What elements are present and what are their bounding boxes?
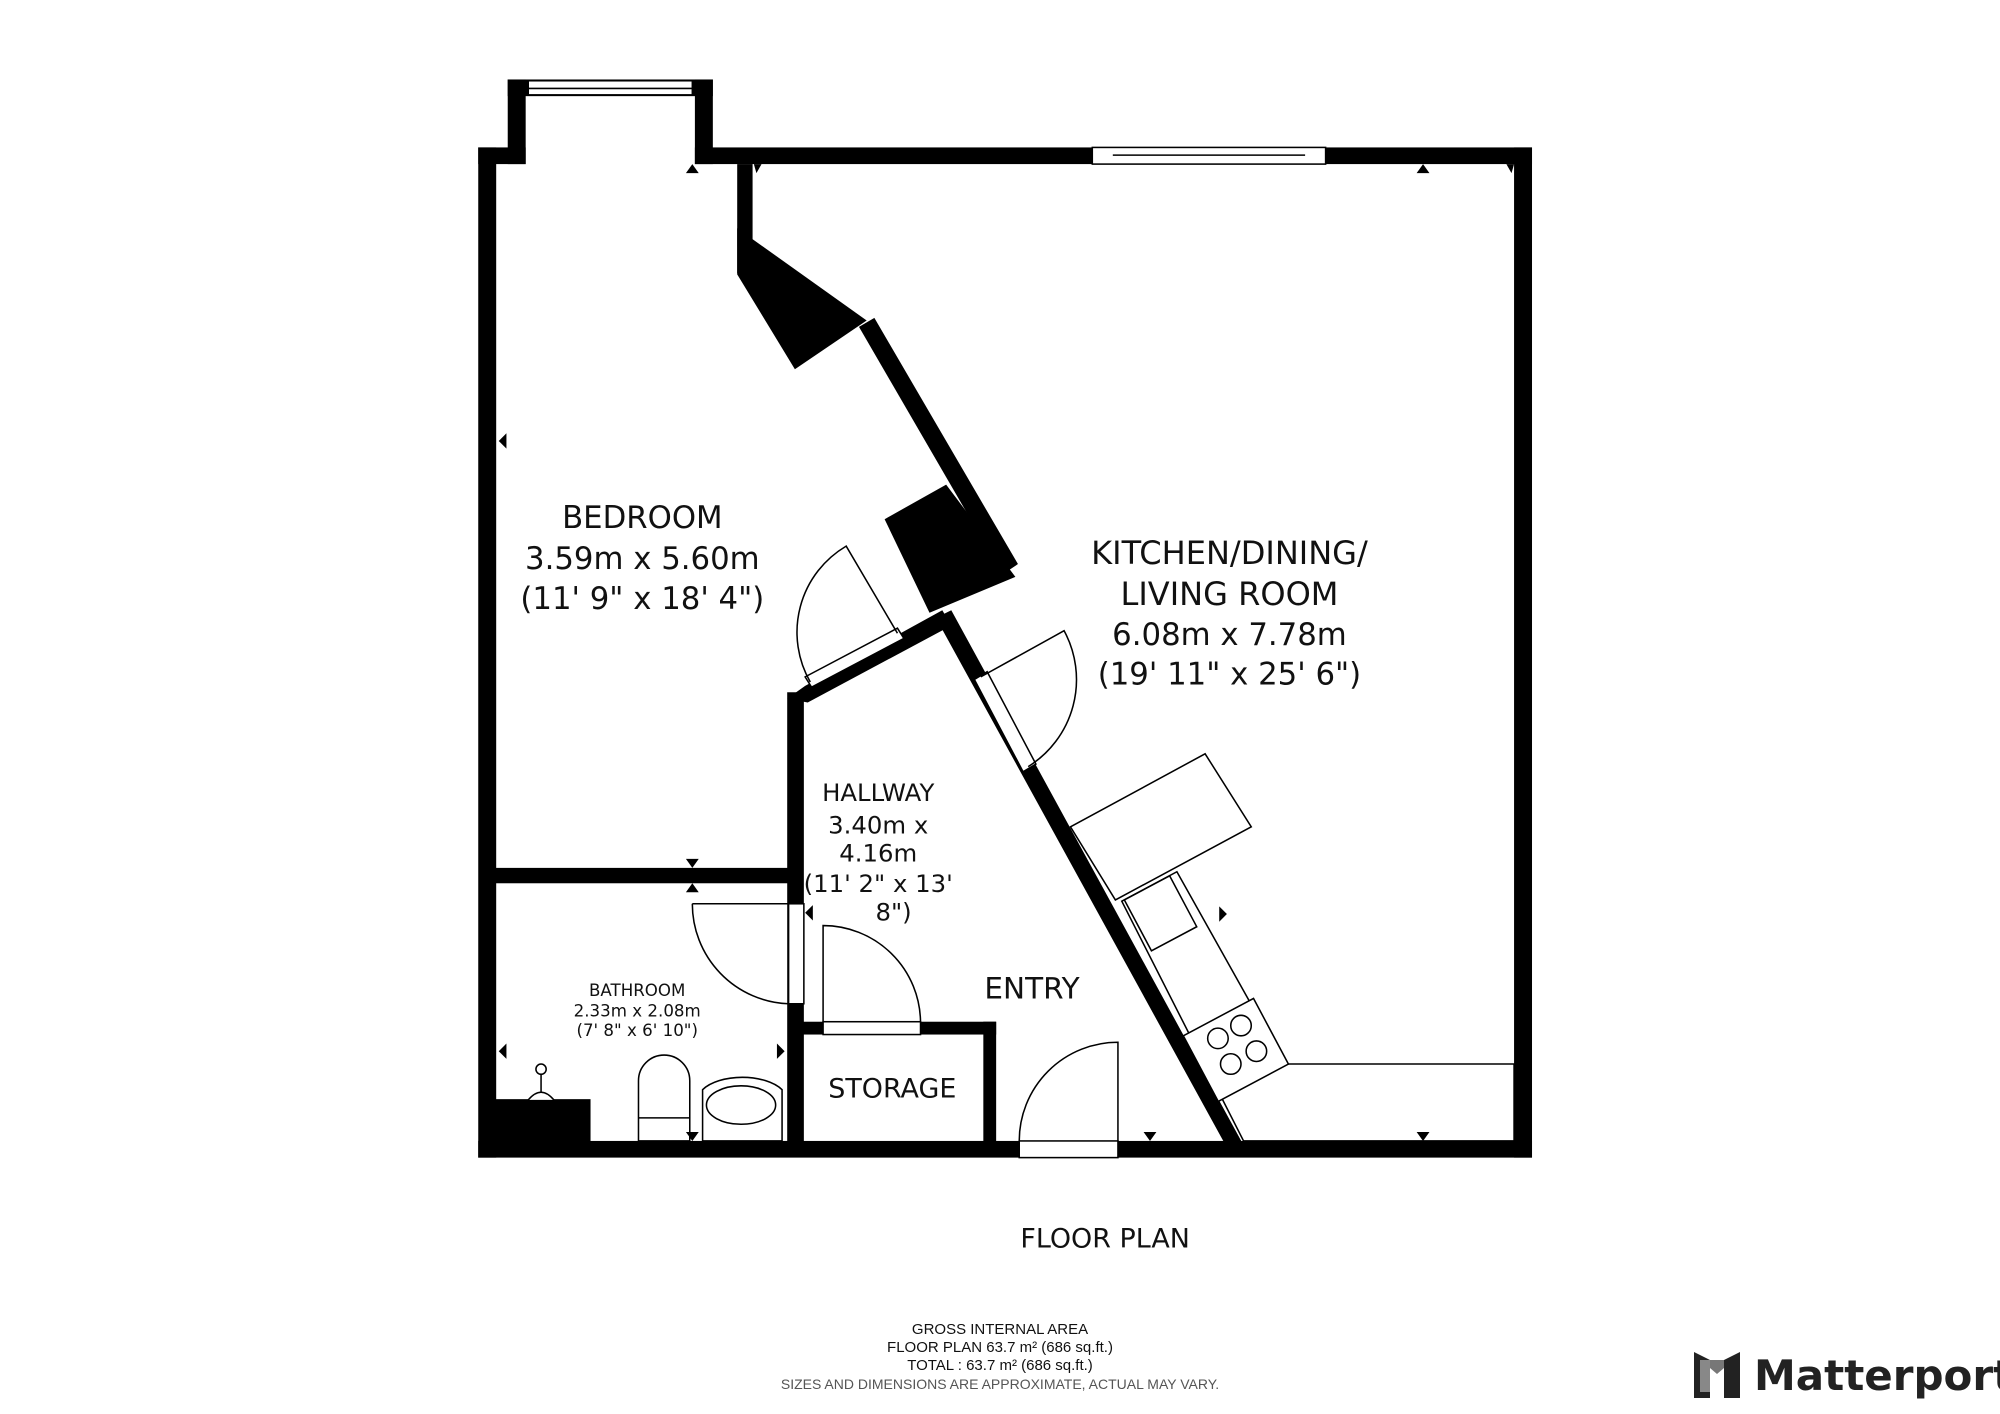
hallway-metric-2: 4.16m (839, 838, 917, 867)
kitchen-imperial: (19' 11" x 25' 6") (1098, 657, 1361, 693)
bathroom-imperial: (7' 8" x 6' 10") (576, 1021, 698, 1040)
matterport-logo: Matterport (1692, 1350, 2000, 1400)
area-floor-plan: FLOOR PLAN 63.7 m² (686 sq.ft.) (887, 1339, 1113, 1356)
entry-name: ENTRY (984, 972, 1080, 1006)
hob-icon (1182, 997, 1290, 1103)
hallway-name: HALLWAY (822, 778, 934, 807)
kitchen-name-1: KITCHEN/DINING/ (1091, 534, 1368, 572)
kitchen-name-2: LIVING ROOM (1121, 575, 1339, 613)
bathroom-name: BATHROOM (589, 981, 685, 1000)
hallway-metric-1: 3.40m x (828, 810, 928, 839)
bedroom-name: BEDROOM (562, 500, 723, 536)
windows-doors-openings (527, 79, 1327, 1159)
bathroom-metric: 2.33m x 2.08m (574, 1002, 701, 1021)
door-swings (691, 545, 1119, 1141)
bedroom-imperial: (11' 9" x 18' 4") (520, 581, 764, 617)
toilet-icon (637, 1054, 691, 1142)
room-labels: BEDROOM 3.59m x 5.60m (11' 9" x 18' 4") … (520, 500, 1368, 1254)
kitchen-metric: 6.08m x 7.78m (1112, 617, 1347, 653)
storage-name: STORAGE (828, 1073, 956, 1104)
plan-title: FLOOR PLAN (1020, 1223, 1189, 1254)
area-total: TOTAL : 63.7 m² (686 sq.ft.) (907, 1357, 1093, 1374)
kitchen-fixtures (1069, 752, 1515, 1142)
basin-icon (701, 1076, 783, 1142)
bathroom-fixtures (495, 1054, 783, 1146)
area-heading: GROSS INTERNAL AREA (911, 1321, 1089, 1338)
bedroom-metric: 3.59m x 5.60m (525, 541, 760, 577)
dimension-markers (498, 164, 1515, 1141)
hallway-imperial-2: 8") (876, 897, 912, 926)
hallway-imperial-1: (11' 2" x 13' (804, 869, 953, 898)
matterport-mark-icon (1694, 1352, 1740, 1398)
sink-icon (1123, 874, 1198, 952)
brand-name: Matterport (1754, 1350, 2000, 1400)
disclaimer: SIZES AND DIMENSIONS ARE APPROXIMATE, AC… (780, 1376, 1220, 1392)
